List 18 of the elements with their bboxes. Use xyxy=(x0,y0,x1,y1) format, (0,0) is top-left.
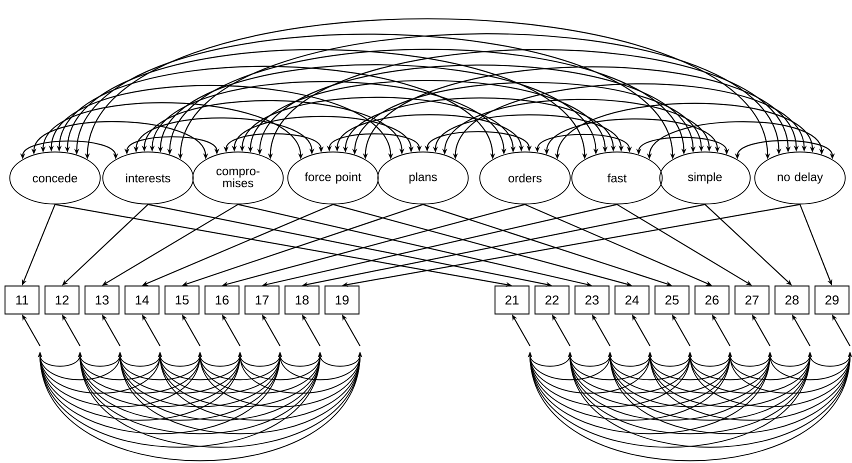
indicator-box: 13 xyxy=(84,286,120,314)
indicator-box: 24 xyxy=(614,286,650,314)
indicator-box: 14 xyxy=(124,286,160,314)
indicator-box: 22 xyxy=(534,286,570,314)
indicator-box: 19 xyxy=(324,286,360,314)
indicator-box: 28 xyxy=(774,286,810,314)
indicator-box: 11 xyxy=(4,286,40,314)
indicator-box: 25 xyxy=(654,286,690,314)
indicator-box: 23 xyxy=(574,286,610,314)
indicator-box: 17 xyxy=(244,286,280,314)
indicator-box: 27 xyxy=(734,286,770,314)
indicator-box: 15 xyxy=(164,286,200,314)
indicator-box: 16 xyxy=(204,286,240,314)
indicator-box: 18 xyxy=(284,286,320,314)
indicator-box: 12 xyxy=(44,286,80,314)
indicator-box: 26 xyxy=(694,286,730,314)
indicator-box: 29 xyxy=(814,286,850,314)
indicator-box: 21 xyxy=(494,286,530,314)
